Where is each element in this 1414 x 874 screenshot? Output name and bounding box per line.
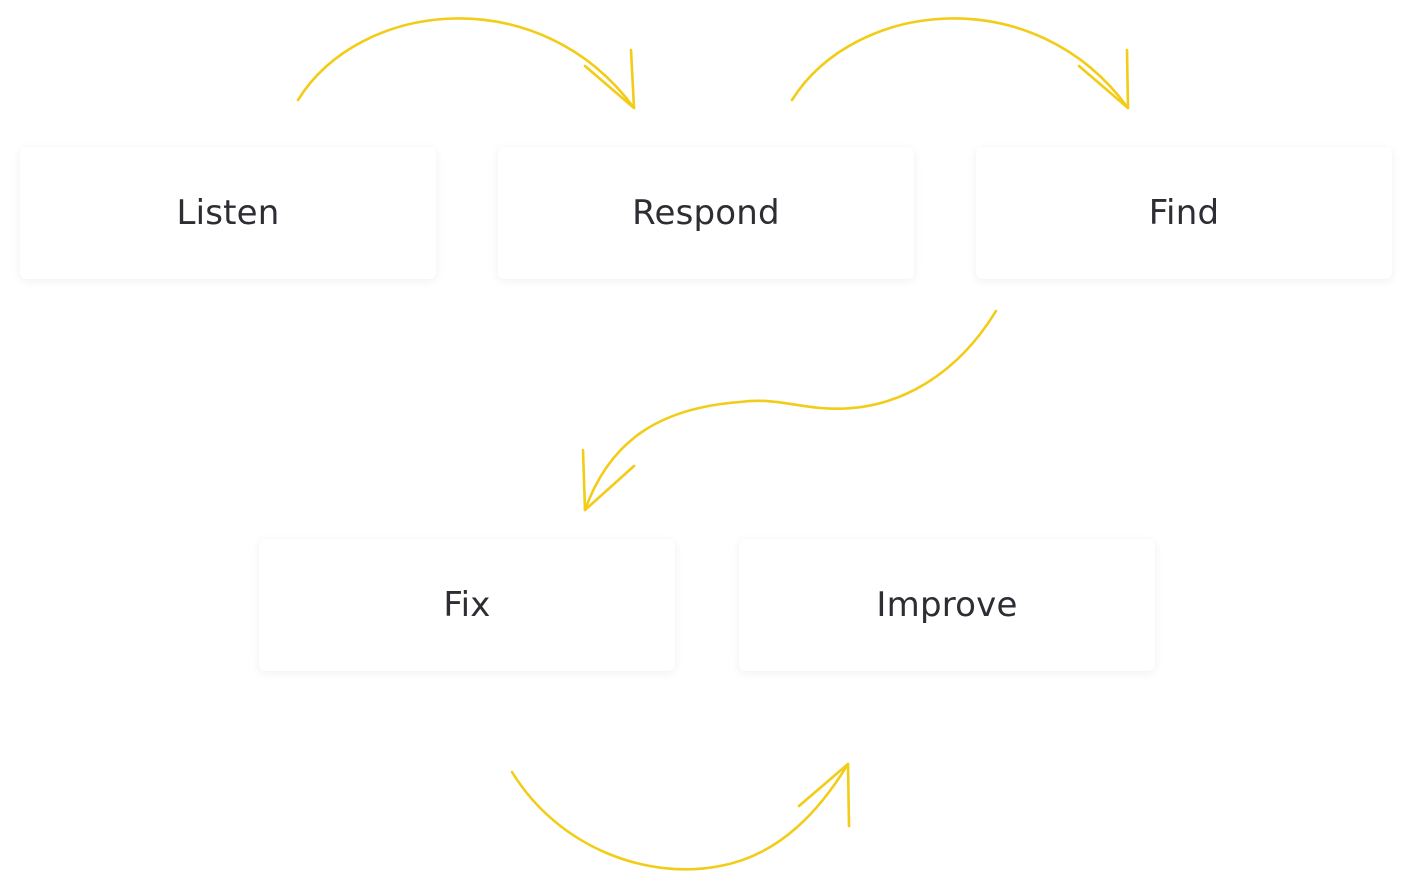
arrow-curve (790, 17, 1130, 110)
arrow-curve (510, 762, 850, 871)
arrow-head (581, 448, 636, 512)
step-card-improve: Improve (739, 539, 1155, 671)
step-label-listen: Listen (176, 193, 280, 233)
step-card-fix: Fix (259, 539, 675, 671)
arrow-curve (296, 17, 636, 110)
step-card-listen: Listen (20, 147, 436, 279)
step-label-find: Find (1148, 193, 1220, 233)
arrow-curve (583, 309, 998, 512)
step-label-improve: Improve (876, 585, 1018, 625)
step-card-respond: Respond (498, 147, 914, 279)
step-card-find: Find (976, 147, 1392, 279)
step-label-respond: Respond (632, 193, 780, 233)
step-label-fix: Fix (443, 585, 491, 625)
arrow-fix-to-improve (510, 762, 851, 871)
arrow-head (583, 48, 636, 110)
arrow-find-to-fix (581, 309, 998, 512)
arrow-head (1077, 48, 1130, 110)
arrow-head (797, 762, 851, 828)
arrow-listen-to-respond (296, 17, 636, 110)
arrow-respond-to-find (790, 17, 1130, 110)
